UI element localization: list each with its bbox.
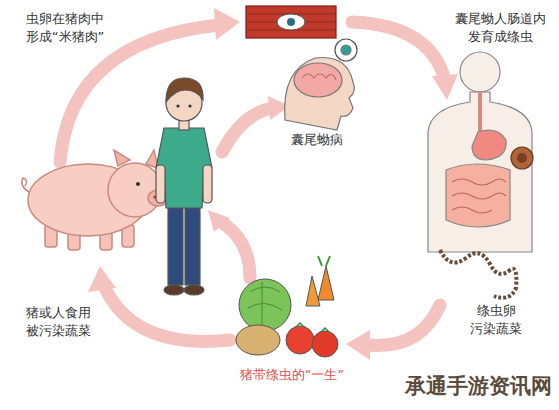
stage-label: 虫卵在猪肉中 形成“米猪肉” (26, 10, 104, 45)
vegetables (236, 256, 338, 357)
infected-muscle (246, 6, 336, 38)
stage-label: 绦虫卵 污染蔬菜 (470, 302, 522, 337)
stage-label: 猪或人食用 被污染蔬菜 (26, 304, 91, 339)
person (156, 78, 212, 295)
watermark: 承通手游资讯网 (405, 372, 552, 400)
stage-label: 囊尾蚴人肠道内 发育成绦虫 (455, 10, 546, 45)
cycle-arrows (60, 22, 445, 346)
pig (22, 150, 168, 250)
caption: 猪带绦虫的“一生” (240, 366, 344, 384)
human-digestive-system (428, 52, 533, 298)
head-brain (285, 39, 357, 130)
stage-label: 囊尾蚴病 (291, 131, 343, 149)
arrow-heads (88, 8, 458, 360)
